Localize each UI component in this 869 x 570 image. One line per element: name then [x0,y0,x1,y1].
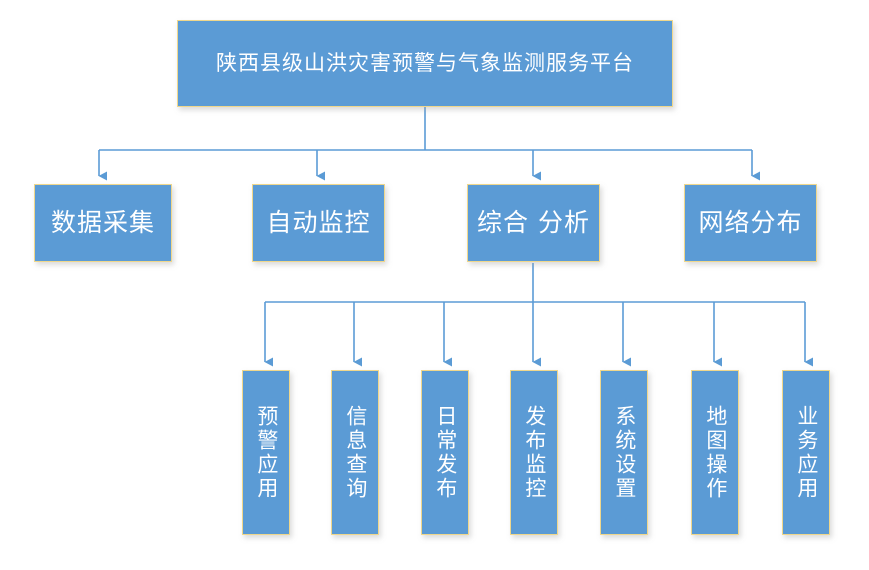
node-label: 业务应用 [794,404,819,501]
node-map-operations[interactable]: 地图操作 [691,370,739,535]
node-auto-monitoring[interactable]: 自动监控 [252,184,385,262]
node-label: 地图操作 [703,404,728,501]
node-daily-release[interactable]: 日常发布 [421,370,469,535]
node-root-platform[interactable]: 陕西县级山洪灾害预警与气象监测服务平台 [177,20,673,107]
node-information-query[interactable]: 信息查询 [331,370,379,535]
node-label: 日常发布 [433,404,458,501]
node-label: 发布监控 [522,404,547,501]
node-network-distribution[interactable]: 网络分布 [684,184,817,262]
node-label: 系统设置 [612,404,637,501]
node-system-settings[interactable]: 系统设置 [600,370,648,535]
node-label: 综合 分析 [477,208,590,237]
node-label: 数据采集 [50,208,155,237]
node-warning-application[interactable]: 预警应用 [242,370,290,535]
node-label: 网络分布 [698,208,803,237]
node-release-monitoring[interactable]: 发布监控 [510,370,558,535]
node-root-label: 陕西县级山洪灾害预警与气象监测服务平台 [216,50,634,75]
node-label: 自动监控 [266,208,371,237]
node-label: 信息查询 [343,404,368,501]
node-business-application[interactable]: 业务应用 [782,370,830,535]
node-data-collection[interactable]: 数据采集 [34,184,172,262]
node-comprehensive-analysis[interactable]: 综合 分析 [467,184,600,262]
node-label: 预警应用 [254,404,279,501]
